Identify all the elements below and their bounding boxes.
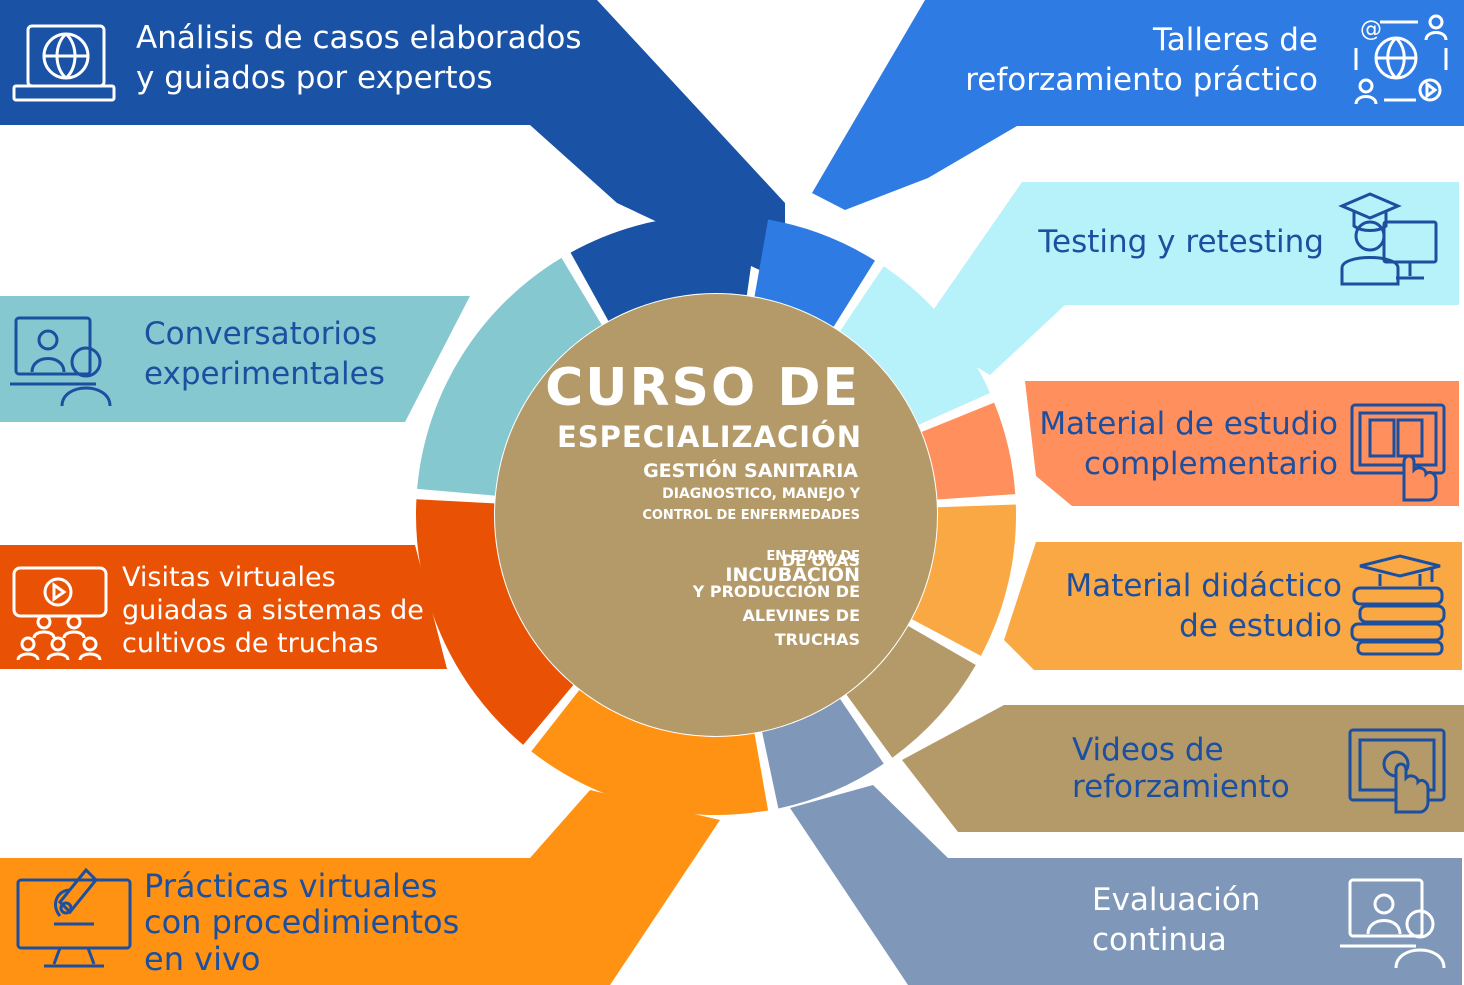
label-evaluacion: Evaluación continua <box>1092 882 1261 959</box>
label-conversatorios: Conversatorios experimentales <box>144 316 385 393</box>
ring-segment-conversatorios <box>417 257 602 496</box>
ring-segment-material-complementario <box>921 402 1016 500</box>
center-circle <box>495 294 937 736</box>
center-subtitle-line4-emph: INCUBACIÓN <box>725 564 860 586</box>
label-material-complementario: Material de estudio complementario <box>1039 406 1338 483</box>
ring-segments <box>415 215 1016 815</box>
touch-screen-icon <box>1348 728 1446 814</box>
banner-evaluacion <box>790 785 1462 985</box>
laptop-globe-icon <box>12 24 116 102</box>
svg-text:@: @ <box>1360 17 1382 42</box>
label-talleres: Talleres de reforzamiento práctico <box>965 22 1318 99</box>
banner-conversatorios <box>0 296 470 422</box>
microscope-monitor-icon <box>16 867 132 968</box>
banner-visitas <box>0 545 447 669</box>
banner-testing <box>918 182 1459 375</box>
banner-talleres <box>812 0 1464 210</box>
ring-segment-testing <box>840 266 991 425</box>
ring-segment-talleres <box>754 219 875 327</box>
ring-segment-practicas <box>531 689 769 815</box>
ring-segment-analisis <box>570 215 758 321</box>
ring-segment-evaluacion <box>762 699 884 809</box>
banner-practicas <box>0 790 720 985</box>
video-audience-icon <box>12 566 108 661</box>
center-subtitle-line3: CONTROL DE ENFERMEDADES <box>642 508 860 523</box>
network-globe-icon: @ <box>1354 14 1448 105</box>
label-practicas: Prácticas virtuales con procedimientos e… <box>144 867 460 978</box>
center-subtitle-line5: DE OVAS <box>781 551 860 570</box>
center-title-line2: ESPECIALIZACIÓN <box>556 420 862 454</box>
banner-material-didactico <box>1004 542 1462 670</box>
label-analisis: Análisis de casos elaborados y guiados p… <box>136 20 582 97</box>
ebook-touch-icon <box>1350 403 1446 502</box>
center-subtitle-line7: ALEVINES DE <box>742 606 860 625</box>
center-subtitle-line4-prefix: EN ETAPA DE <box>766 549 860 564</box>
ring-segment-videos <box>846 626 976 758</box>
graduate-computer-icon <box>1338 192 1438 286</box>
label-visitas: Visitas virtuales guiadas a sistemas de … <box>122 562 424 659</box>
video-call-icon <box>10 316 112 407</box>
center-title-line1: CURSO DE <box>545 358 860 418</box>
center-subtitle-line1: GESTIÓN SANITARIA <box>643 460 858 482</box>
label-videos: Videos de reforzamiento <box>1072 732 1290 806</box>
books-stack-icon <box>1350 554 1446 656</box>
center-subtitle-line6: Y PRODUCCIÓN DE <box>692 582 860 601</box>
ring-segment-visitas <box>415 499 574 745</box>
banner-analisis <box>0 0 785 282</box>
banner-videos <box>902 705 1464 832</box>
label-testing: Testing y retesting <box>1038 224 1324 260</box>
center-subtitle-line2: DIAGNOSTICO, MANEJO Y <box>662 486 860 502</box>
ring-segment-material-didactico <box>912 504 1016 656</box>
label-material-didactico: Material didáctico de estudio <box>1065 568 1342 645</box>
center-subtitle-line4: EN ETAPA DE INCUBACIÓN <box>725 526 860 586</box>
online-teacher-icon <box>1340 878 1446 969</box>
center-subtitle-line8: TRUCHAS <box>774 630 860 649</box>
